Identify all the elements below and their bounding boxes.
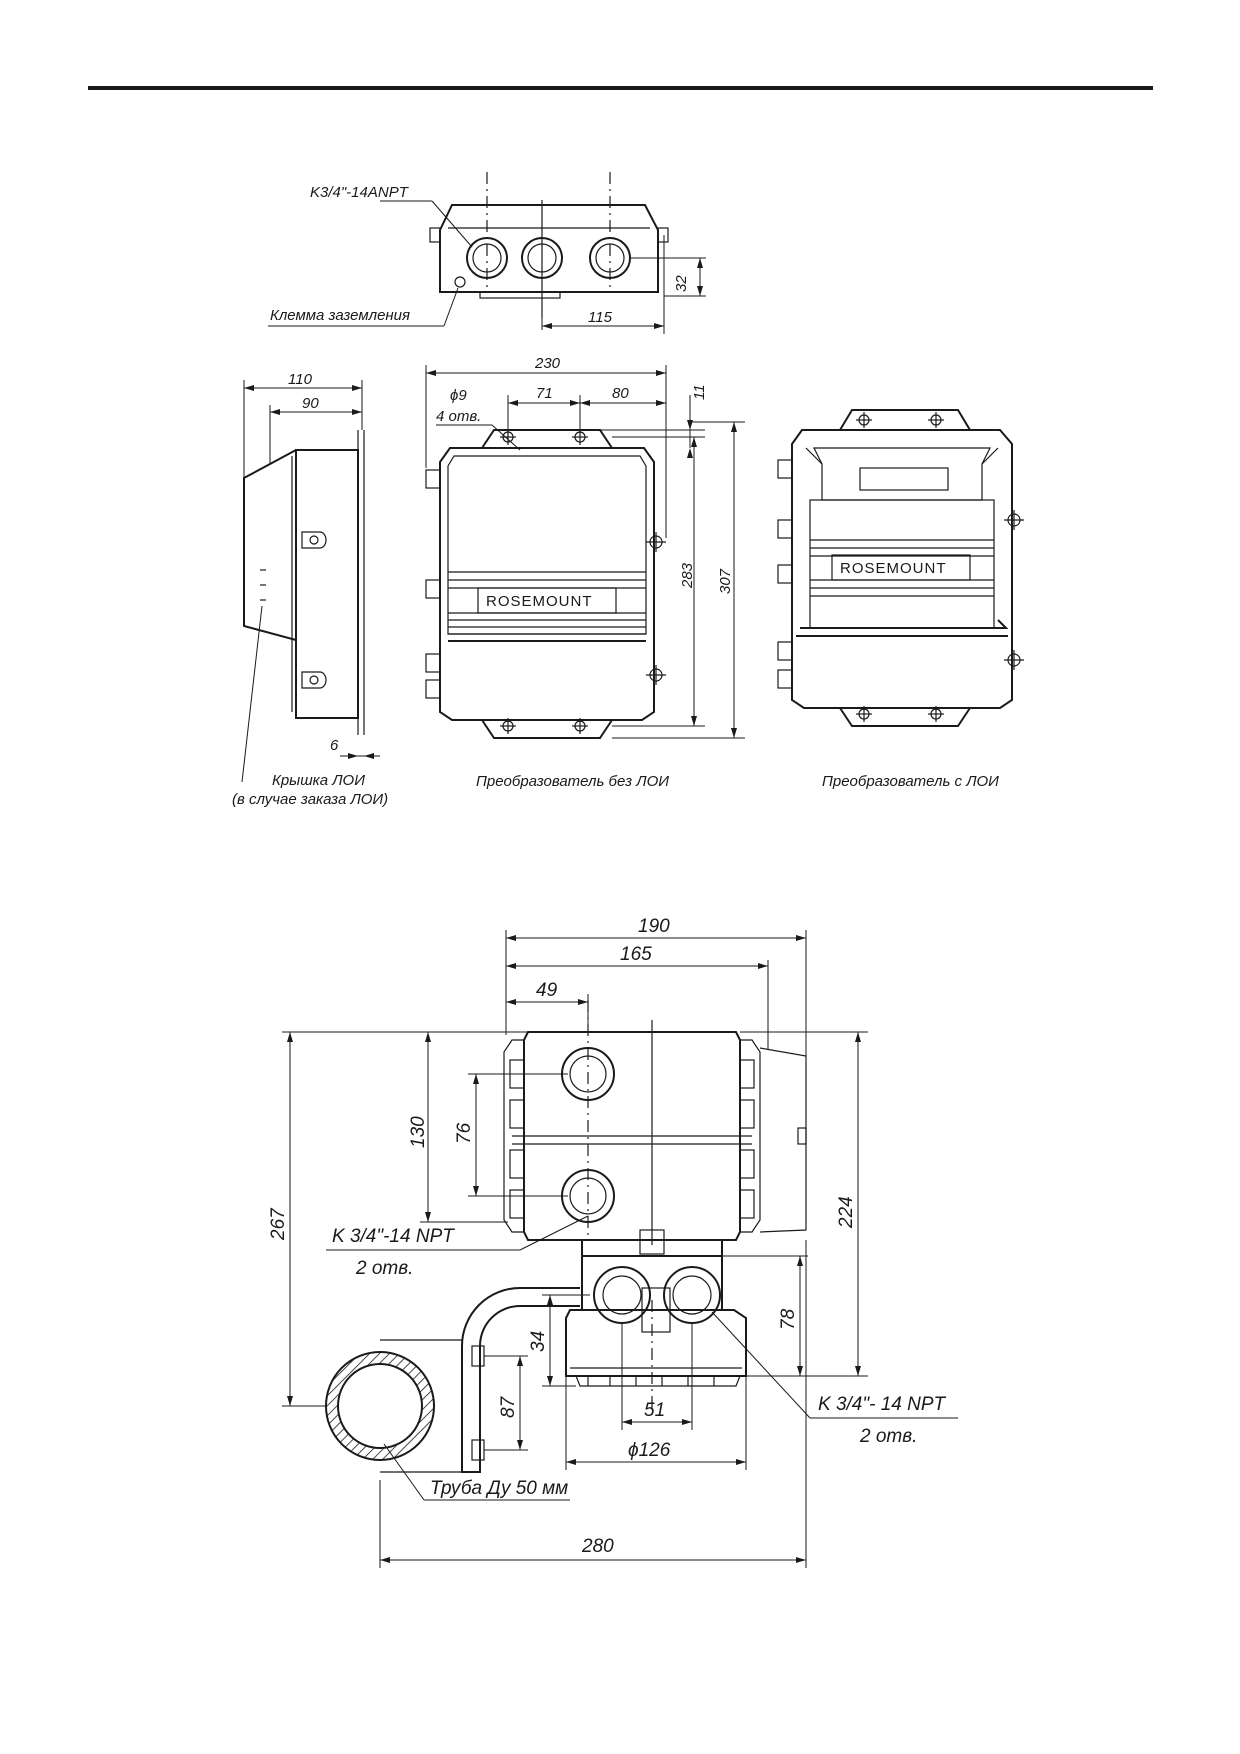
- dim-49: 49: [536, 980, 558, 1001]
- dim-34: 34: [528, 1331, 549, 1352]
- ground-terminal-label: Клемма заземления: [270, 307, 410, 324]
- dim-32: 32: [673, 275, 690, 292]
- dim-6: 6: [330, 737, 339, 754]
- dim-283: 283: [679, 562, 696, 589]
- pipe-mount-view: 190 165 49 130 76 267 224: [268, 916, 958, 1568]
- dim-90: 90: [302, 395, 319, 412]
- dim-51: 51: [644, 1400, 665, 1421]
- dim-115: 115: [588, 309, 613, 326]
- brand-label-no-loi: ROSEMOUNT: [486, 593, 593, 610]
- dim-71: 71: [536, 385, 553, 402]
- dim-76: 76: [454, 1122, 475, 1144]
- conduit-count-left: 2 отв.: [355, 1258, 413, 1279]
- hole-count-label: 4 отв.: [436, 408, 481, 425]
- caption-no-loi: Преобразователь без ЛОИ: [476, 773, 669, 790]
- top-view: 115 32 K3/4"-14ANPT Клемма заземления: [268, 172, 706, 334]
- pipe-label: Труба Ду 50 мм: [430, 1478, 568, 1499]
- conduit-label-right: K 3/4"- 14 NPT: [818, 1394, 947, 1415]
- dim-80: 80: [612, 385, 629, 402]
- brand-label-with-loi: ROSEMOUNT: [840, 560, 947, 577]
- dim-87: 87: [498, 1395, 519, 1418]
- dim-230: 230: [534, 355, 561, 372]
- front-view-with-loi: ROSEMOUNT Преобразователь с ЛОИ: [777, 409, 1024, 790]
- conduit-count-right: 2 отв.: [859, 1426, 917, 1447]
- dim-d126: ϕ126: [628, 1440, 671, 1461]
- dim-190: 190: [638, 916, 670, 937]
- dim-307: 307: [717, 568, 734, 594]
- dim-11: 11: [691, 384, 708, 400]
- dim-224: 224: [836, 1196, 857, 1229]
- dim-165: 165: [620, 944, 652, 965]
- conduit-label-top: K3/4"-14ANPT: [310, 184, 410, 201]
- loi-cover-label: Крышка ЛОИ: [272, 772, 365, 789]
- conduit-label-left: K 3/4"-14 NPT: [332, 1226, 455, 1247]
- dim-280: 280: [581, 1536, 614, 1557]
- front-view-no-loi: ROSEMOUNT 230 71 80 11 283: [425, 355, 745, 790]
- caption-with-loi: Преобразователь с ЛОИ: [822, 773, 999, 790]
- dim-78: 78: [778, 1308, 799, 1330]
- hole-diameter-label: ϕ9: [450, 387, 467, 404]
- dim-130: 130: [408, 1116, 429, 1148]
- side-view: 110 90 6 Крышка ЛОИ (в случае заказа ЛОИ…: [232, 371, 388, 808]
- loi-cover-note: (в случае заказа ЛОИ): [232, 791, 388, 808]
- dim-110: 110: [288, 371, 313, 388]
- dim-267: 267: [268, 1207, 289, 1241]
